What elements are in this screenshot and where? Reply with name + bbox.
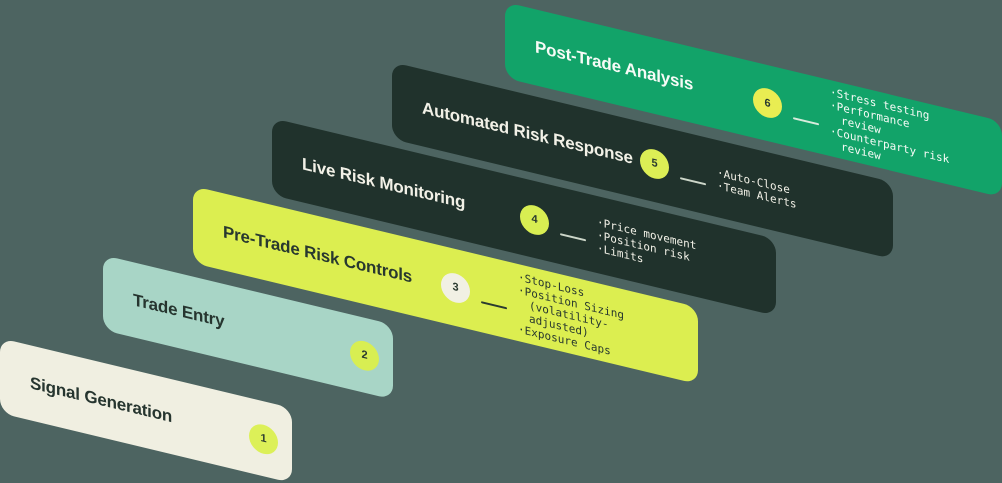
dash-connector (793, 116, 819, 125)
step-title: Post-Trade Analysis (535, 37, 694, 95)
dash-connector (481, 301, 507, 310)
step-bullets: Auto-Close Team Alerts (717, 166, 797, 210)
step-number-badge: 5 (640, 145, 669, 182)
step-bullets: Stress testing Performance review Counte… (830, 86, 950, 180)
step-number-badge: 3 (441, 269, 470, 306)
step-number-badge: 4 (520, 201, 549, 238)
step-title: Live Risk Monitoring (302, 153, 466, 212)
dash-connector (560, 233, 586, 242)
dash-connector (680, 177, 706, 186)
step-title: Pre-Trade Risk Controls (223, 221, 413, 287)
step-bullets: Stop-Loss Position Sizing (volatility-ad… (518, 270, 660, 369)
step-title: Signal Generation (30, 372, 173, 426)
workflow-diagram: Signal Generation 1 Trade Entry 2 Pre-Tr… (0, 0, 1002, 471)
step-number-badge: 1 (249, 420, 278, 457)
step-number-badge: 2 (350, 337, 379, 374)
step-number-badge: 6 (753, 85, 782, 122)
step-title: Trade Entry (133, 289, 225, 331)
step-title: Automated Risk Response (422, 97, 633, 168)
step-bullets: Price movement Position risk Limits (597, 215, 697, 278)
